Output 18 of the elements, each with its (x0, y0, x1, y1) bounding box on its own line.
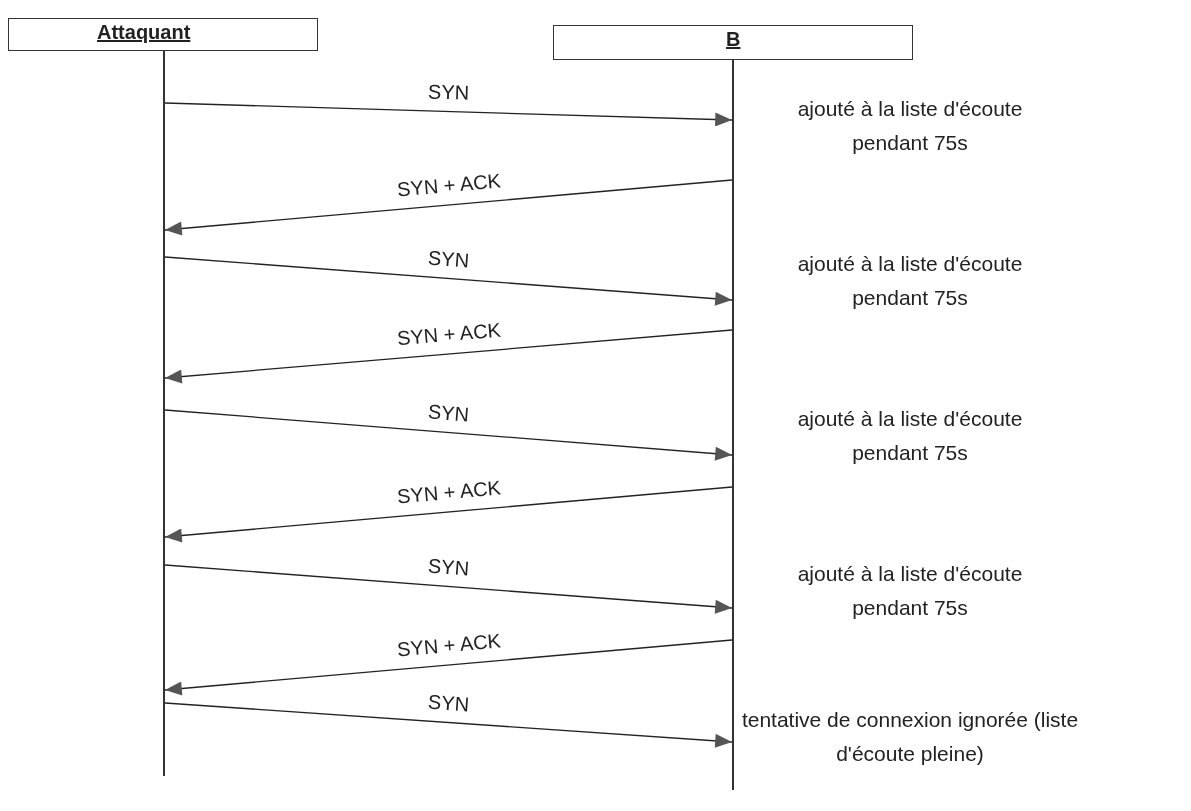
message-arrow (164, 179, 733, 236)
message-arrow (164, 639, 733, 696)
note-text: ajouté à la liste d'écoute pendant 75s (796, 96, 1024, 156)
lifeline-header: B (553, 25, 913, 60)
message-arrow (164, 486, 733, 543)
lifeline (732, 60, 734, 790)
message-arrow (164, 256, 733, 306)
message-arrow (164, 409, 733, 461)
lifeline-header: Attaquant (8, 18, 318, 51)
note-text: ajouté à la liste d'écoute pendant 75s (796, 251, 1024, 311)
note-text: ajouté à la liste d'écoute pendant 75s (796, 406, 1024, 466)
message-arrow (164, 702, 733, 748)
message-arrow (164, 102, 733, 127)
note-text: tentative de connexion ignorée (liste d'écoute pleine) (740, 707, 1080, 767)
note-text: ajouté à la liste d'écoute pendant 75s (796, 561, 1024, 621)
message-arrow (164, 564, 733, 614)
lifeline (163, 51, 165, 776)
message-arrow (164, 329, 733, 384)
